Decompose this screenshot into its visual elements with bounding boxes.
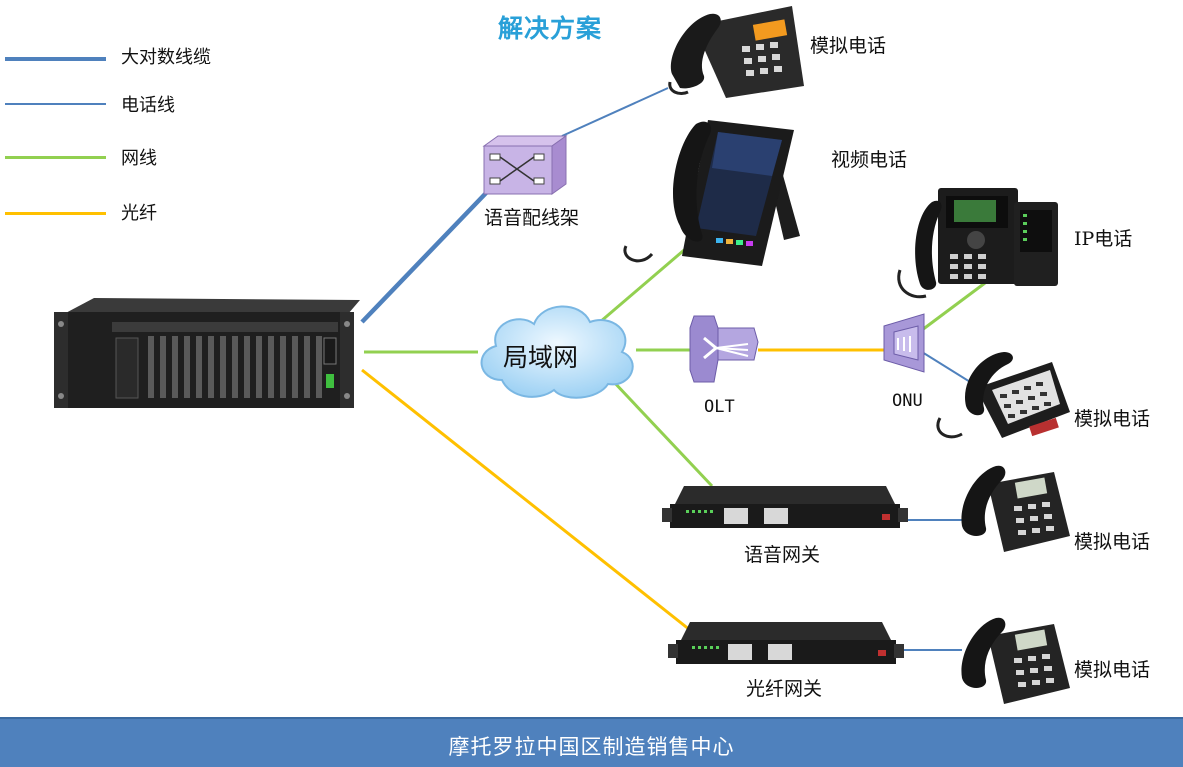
analog-phone-voice-gw-icon	[961, 465, 1070, 552]
distribution-frame-label: 语音配线架	[484, 207, 580, 229]
diagram-title: 解决方案	[498, 14, 603, 43]
analog-phone-top-icon	[668, 6, 804, 98]
analog-phone-onu-label: 模拟电话	[1074, 408, 1151, 430]
connection-frame-to-analog-phone	[561, 87, 669, 137]
distribution-frame-icon	[482, 135, 568, 195]
connection-main-to-frame	[360, 190, 489, 324]
ip-phone-icon	[897, 188, 1058, 299]
onu-label: ONU	[892, 391, 923, 411]
analog-phone-fiber-gw-icon	[961, 617, 1070, 704]
legend-label-network: 网线	[121, 148, 157, 169]
analog-phone-fiber-gw-label: 模拟电话	[1074, 659, 1151, 681]
onu-icon	[883, 313, 925, 373]
legend-label-multipair: 大对数线缆	[121, 47, 211, 68]
legend-line-fiber	[5, 212, 106, 215]
fiber-gateway-label: 光纤网关	[746, 678, 823, 700]
connection-onu-to-ip-phone	[921, 281, 986, 332]
footer-text: 摩托罗拉中国区制造销售中心	[448, 735, 735, 759]
analog-phone-voice-gw-label: 模拟电话	[1074, 531, 1151, 553]
ip-phone-label: IP电话	[1074, 228, 1133, 250]
legend-label-phone: 电话线	[121, 95, 175, 116]
video-phone-label: 视频电话	[831, 149, 908, 171]
legend-line-network	[5, 156, 106, 159]
voice-gateway-icon	[662, 486, 908, 528]
analog-phone-top-label: 模拟电话	[810, 35, 887, 57]
connection-main-to-fiber-gateway	[361, 368, 691, 632]
lan-cloud-label: 局域网	[503, 343, 579, 372]
lan-cloud-icon	[480, 305, 634, 399]
legend-line-multipair	[5, 57, 106, 61]
voice-gateway-label: 语音网关	[744, 544, 821, 566]
connection-lan-to-video-phone	[599, 243, 691, 324]
fiber-gateway-icon	[668, 622, 904, 664]
olt-icon	[689, 315, 759, 383]
legend-line-phone	[5, 103, 106, 105]
olt-label: OLT	[704, 397, 735, 417]
legend-label-fiber: 光纤	[121, 203, 157, 224]
connection-onu-to-analog-phone	[921, 351, 976, 386]
connection-lan-to-voice-gateway	[610, 378, 714, 488]
footer-bar: 摩托罗拉中国区制造销售中心	[0, 717, 1183, 767]
main-chassis-icon	[54, 298, 360, 408]
video-phone-icon	[623, 120, 800, 266]
analog-phone-onu-icon	[936, 352, 1070, 439]
